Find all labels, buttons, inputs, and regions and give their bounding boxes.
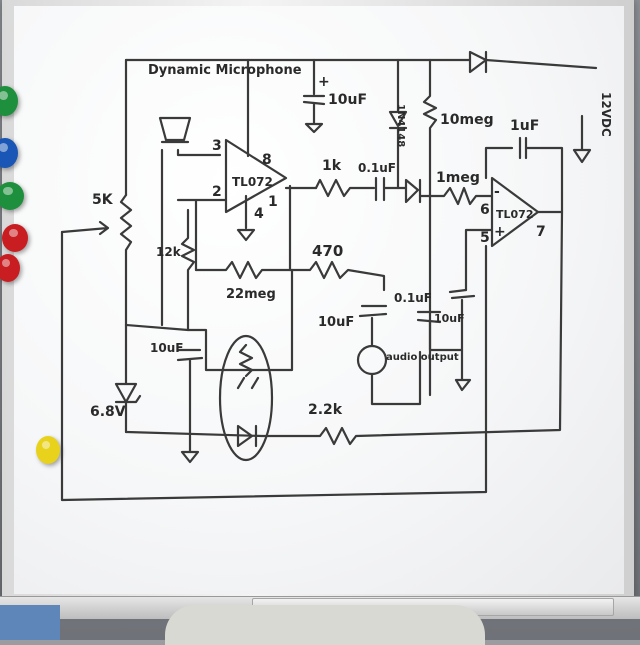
cap-10uf-right (448, 288, 476, 392)
resistor-12k (180, 208, 196, 332)
resistor-22meg (194, 184, 292, 280)
r-1meg-label: 1meg (436, 170, 480, 186)
r-2-2k-label: 2.2k (308, 402, 343, 418)
resistor-1meg (418, 186, 494, 206)
top-rail-wire (124, 58, 598, 70)
green-magnet (0, 86, 18, 116)
r-22meg-label: 22meg (226, 287, 276, 302)
diode-input (404, 178, 422, 204)
cap-10uf-left (176, 348, 204, 464)
plus-sign-top: + (318, 74, 330, 90)
red-magnet-2 (0, 254, 20, 282)
phototransistor-resistor (236, 343, 260, 390)
blue-magnet (0, 138, 18, 168)
c-0-1uf-top-label: 0.1uF (358, 161, 396, 175)
audio-ground-wire (370, 350, 422, 406)
cap-0-1uf-mid (416, 310, 464, 352)
r-470-label: 470 (312, 242, 343, 260)
yellow-magnet (36, 436, 60, 464)
cap-10uf-top (302, 58, 326, 134)
resistor-470 (288, 260, 386, 292)
cap-10uf-mid (358, 304, 388, 347)
title-dynamic: Dynamic Microphone (148, 63, 302, 78)
c-10uf-right-label: 10uF (434, 312, 465, 325)
opamp1-pins (236, 58, 318, 242)
c-0-1uf-mid-label: 0.1uF (394, 291, 432, 305)
pin4-label: 4 (254, 206, 264, 222)
resistor-1k (314, 178, 376, 198)
r-12k-label: 12k (156, 245, 182, 259)
green-magnet-2 (0, 182, 24, 210)
pin6-label: 6 (480, 202, 490, 218)
r-10meg-label: 10meg (440, 112, 494, 128)
c-10uf-mid-label: 10uF (318, 315, 354, 330)
supply-diode (468, 50, 488, 74)
c-10uf-top-label: 10uF (328, 92, 367, 108)
mid-junction-wires (124, 268, 294, 372)
pin7-label: 7 (536, 224, 546, 240)
minus-sign-opamp2: - (494, 184, 500, 200)
chair-back (165, 605, 485, 645)
opamp2-triangle (490, 176, 540, 248)
pot-5k (119, 193, 133, 327)
red-magnet (2, 224, 28, 252)
opamp1-label: TL072 (232, 175, 273, 189)
opamp1-triangle (224, 138, 288, 214)
wall-outlet (0, 605, 60, 640)
supply-12v (572, 114, 592, 164)
r-1k-label: 1k (322, 158, 342, 174)
audio-output-label: audio output (386, 352, 459, 363)
zener-6-8v (114, 323, 142, 434)
r-5k-label: 5K (92, 192, 114, 208)
c-1uf-label: 1uF (510, 118, 539, 134)
resistor-10meg (422, 58, 438, 397)
phototransistor-oval (218, 334, 274, 462)
zener-label: 6.8V (90, 404, 126, 420)
pin1-label: 1 (268, 194, 278, 210)
diode-label: 1N4148 (395, 104, 406, 147)
diode-1n4148 (388, 58, 408, 190)
opamp2-noninv (464, 228, 494, 292)
c-10uf-left-label: 10uF (150, 341, 183, 355)
bottom-wire-2-2k (124, 210, 564, 446)
mic-wires (160, 148, 222, 327)
bottom-return-wire (60, 230, 488, 502)
audio-output-jack (356, 344, 388, 376)
pot-wiper-arrow (60, 220, 110, 236)
pin8-label: 8 (262, 152, 272, 168)
cap-0-1uf-top (374, 176, 408, 202)
pin2-label: 2 (212, 184, 222, 200)
pin3-label: 3 (212, 138, 222, 154)
pin5-label: 5 (480, 230, 490, 246)
opamp1-inputs (176, 198, 228, 272)
opamp2-label: TL072 (496, 208, 533, 221)
supply-label: 12VDC (599, 92, 613, 137)
mic-speaker-icon (158, 116, 192, 144)
opamp2-feedback (484, 136, 564, 214)
plus-sign-opamp2: + (494, 224, 506, 240)
